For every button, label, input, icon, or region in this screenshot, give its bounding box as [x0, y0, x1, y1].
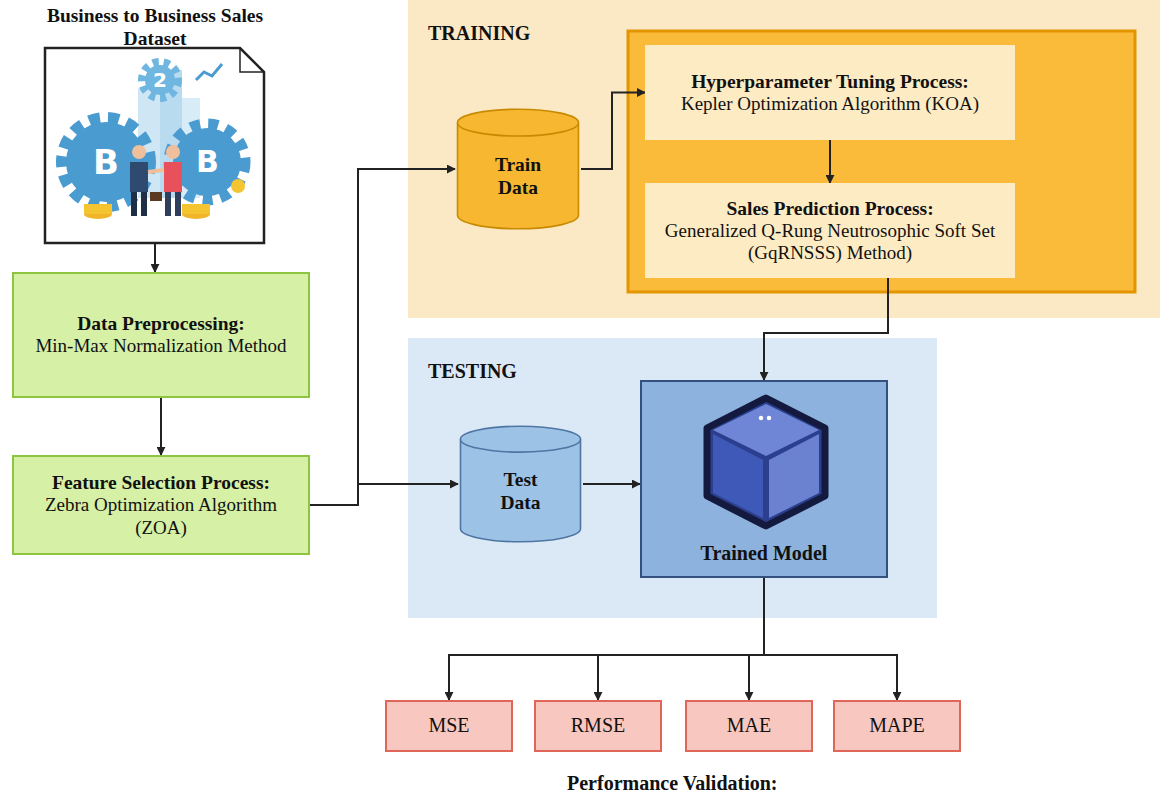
box-text: MAPE — [869, 714, 925, 738]
box-text: MAE — [727, 714, 771, 738]
box-heading: Sales Prediction Process: — [655, 197, 1005, 220]
flow-arrow — [154, 244, 156, 272]
flow-arrow — [310, 484, 458, 505]
logo-letter: B — [196, 144, 219, 179]
box-text: TESTING — [428, 360, 517, 384]
stage-band: TESTING Test DataTrained Model — [408, 338, 937, 618]
flow-arrow — [583, 483, 640, 485]
training-container — [628, 31, 1135, 292]
database-cylinder: Train Data — [455, 108, 581, 230]
text-group: RMSE — [571, 714, 625, 738]
flow-arrow — [764, 578, 897, 700]
metric-box: MSE — [385, 700, 513, 752]
box-text: Test Data — [486, 468, 556, 514]
text-group: Train Data — [483, 139, 553, 199]
text-group: MSE — [428, 714, 469, 738]
process-box: Data Preprocessing:Min-Max Normalization… — [12, 272, 310, 398]
box-heading: Data Preprocessing: — [35, 312, 286, 335]
text-group: MAPE — [869, 714, 925, 738]
box-text: Min-Max Normalization Method — [35, 335, 286, 357]
flow-arrow — [160, 398, 162, 455]
b2b-illustration — [45, 48, 264, 243]
text-group: Test Data — [486, 454, 556, 514]
process-box: Feature Selection Process:Zebra Optimiza… — [12, 455, 310, 555]
text-group: Feature Selection Process:Zebra Optimiza… — [24, 471, 298, 539]
text-group: Data Preprocessing:Min-Max Normalization… — [35, 312, 286, 357]
flow-arrow — [829, 140, 831, 183]
box-heading: Hyperparameter Tuning Process: — [681, 70, 979, 93]
text-group: MAE — [727, 714, 771, 738]
database-cylinder: Test Data — [458, 425, 583, 543]
dataset-node: Business to Business Sales Dataset — [40, 4, 270, 244]
logo-letter: 2 — [153, 68, 167, 92]
model-box: Trained Model — [640, 380, 888, 578]
box-text: MSE — [428, 714, 469, 738]
flow-arrow — [581, 93, 645, 170]
text-group: TESTING — [428, 360, 517, 384]
box-heading: Feature Selection Process: — [24, 471, 298, 494]
metric-box: RMSE — [534, 700, 662, 752]
flow-arrow — [749, 578, 764, 700]
box-text: Train Data — [483, 153, 553, 199]
text-group: Trained Model — [701, 542, 828, 566]
text-group: TRAINING — [428, 22, 530, 46]
box-text: TRAINING — [428, 22, 530, 46]
cube-icon — [701, 392, 831, 532]
box-text: Business to Business Sales Dataset — [40, 4, 270, 50]
text-group: Sales Prediction Process:Generalized Q-R… — [655, 197, 1005, 265]
text-group: Hyperparameter Tuning Process:Kepler Opt… — [681, 70, 979, 115]
testing-band-fill — [408, 338, 937, 618]
flow-arrow — [310, 169, 455, 505]
flow-arrow — [449, 578, 764, 700]
process-box: Hyperparameter Tuning Process:Kepler Opt… — [645, 45, 1015, 140]
box-text: Zebra Optimization Algorithm (ZOA) — [24, 494, 298, 539]
metric-box: MAPE — [833, 700, 961, 752]
logo-letter: B — [93, 142, 119, 182]
box-text: Kepler Optimization Algorithm (KOA) — [681, 93, 979, 115]
flow-arrow — [764, 278, 888, 380]
flow-arrow — [598, 578, 764, 700]
text-group: Business to Business Sales Dataset — [40, 4, 270, 50]
box-text: Trained Model — [701, 542, 828, 566]
metric-box: MAE — [685, 700, 813, 752]
process-box: Sales Prediction Process:Generalized Q-R… — [645, 183, 1015, 278]
training-band-fill — [408, 0, 1160, 318]
box-text: Generalized Q-Rung Neutrosophic Soft Set… — [655, 220, 1005, 265]
stage-band: TRAINING Train Data Hyperparameter Tuning … — [408, 0, 1160, 318]
box-text: RMSE — [571, 714, 625, 738]
section-label: Performance Validation: — [567, 772, 778, 795]
